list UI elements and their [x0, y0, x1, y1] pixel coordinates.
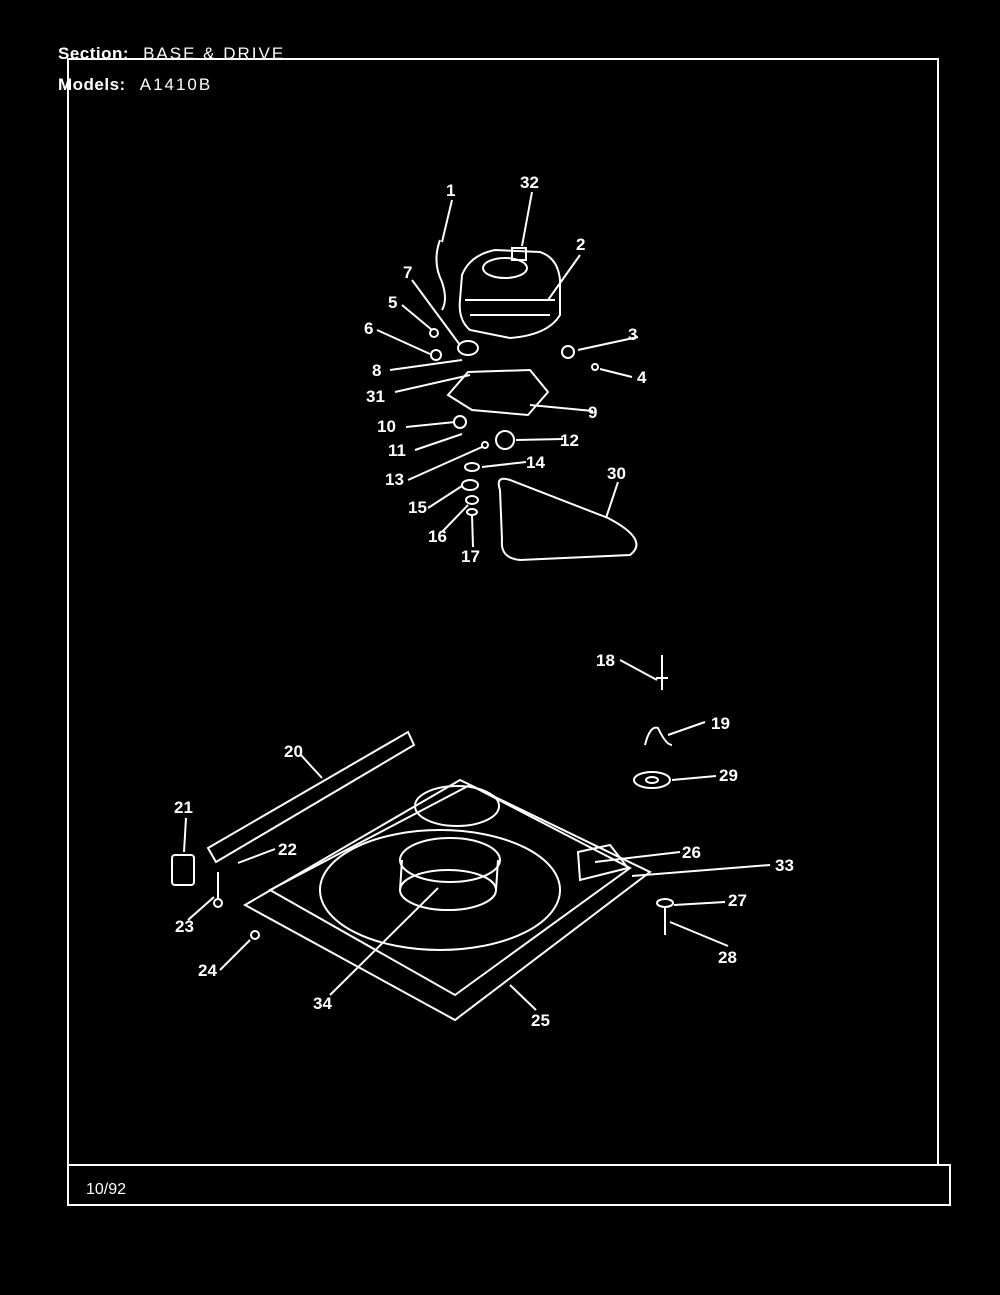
callout-15: 15: [408, 498, 427, 517]
callout-2: 2: [576, 235, 585, 254]
motor-drawing: [458, 247, 561, 340]
mounting-plate-drawing: [446, 368, 550, 417]
callout-34: 34: [313, 994, 332, 1013]
base-drawing: [242, 778, 652, 1022]
callout-6: 6: [364, 319, 373, 338]
rail-drawing: [206, 730, 416, 864]
callout-30: 30: [607, 464, 626, 483]
callout-27: 27: [728, 891, 747, 910]
callout-11: 11: [388, 441, 406, 460]
callout-33: 33: [775, 856, 794, 875]
callout-28: 28: [718, 948, 737, 967]
callout-12: 12: [560, 431, 579, 450]
models-label: Models:: [58, 75, 126, 94]
callout-16: 16: [428, 527, 447, 546]
callout-24: 24: [198, 961, 217, 980]
callout-4: 4: [637, 368, 647, 387]
callout-18: 18: [596, 651, 615, 670]
callout-19: 19: [711, 714, 730, 733]
callout-17: 17: [461, 547, 480, 566]
callout-7: 7: [403, 263, 412, 282]
callout-8: 8: [372, 361, 381, 380]
callout-32: 32: [520, 173, 539, 192]
section-label: Section:: [58, 44, 130, 63]
cap-drawing: [457, 340, 479, 356]
section-header: Section: BASE & DRIVE: [58, 44, 285, 64]
callout-23: 23: [175, 917, 194, 936]
models-value: A1410B: [139, 75, 213, 94]
callout-31: 31: [366, 387, 385, 406]
callout-14: 14: [526, 453, 545, 472]
callout-25: 25: [531, 1011, 550, 1030]
callout-20: 20: [284, 742, 303, 761]
wire-drawing: [435, 239, 446, 311]
callout-21: 21: [174, 798, 193, 817]
callout-10: 10: [377, 417, 396, 436]
callout-3: 3: [628, 325, 637, 344]
section-value: BASE & DRIVE: [143, 44, 286, 63]
footer-frame: [67, 1164, 951, 1206]
callout-22: 22: [278, 840, 297, 859]
callout-9: 9: [588, 403, 597, 422]
revision-date: 10/92: [86, 1181, 127, 1198]
callout-1: 1: [446, 181, 455, 200]
callout-13: 13: [385, 470, 404, 489]
callout-5: 5: [388, 293, 397, 312]
belt-drawing: [497, 477, 638, 562]
models-header: Models: A1410B: [58, 75, 212, 95]
callout-26: 26: [682, 843, 701, 862]
callout-29: 29: [719, 766, 738, 785]
